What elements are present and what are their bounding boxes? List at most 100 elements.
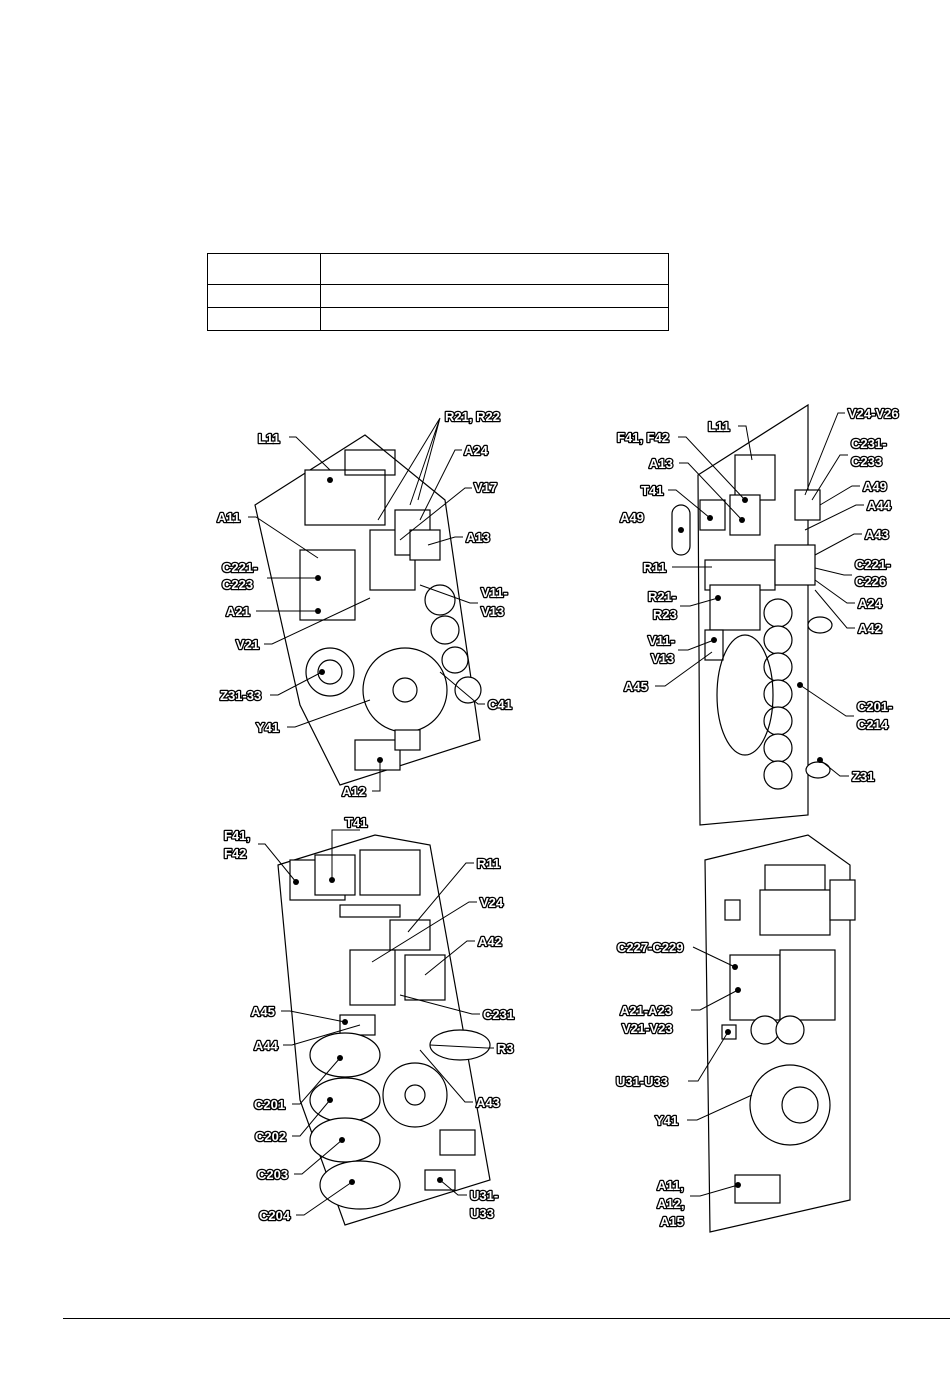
callout-label: V24 — [480, 895, 504, 910]
leader-line — [292, 1099, 331, 1137]
callout-dot — [315, 575, 321, 581]
module-a13 — [409, 529, 441, 561]
callout-dot — [715, 595, 721, 601]
callout-label: C221- — [222, 560, 257, 575]
callout-label: C202 — [255, 1129, 286, 1144]
callout-dot — [678, 527, 684, 533]
relay-block — [779, 949, 836, 1021]
callout-dot — [739, 517, 745, 523]
fan — [716, 634, 774, 756]
capacitor — [750, 1015, 780, 1045]
leader-line — [419, 584, 478, 604]
leader-line — [678, 436, 746, 501]
toroid — [807, 616, 833, 634]
resistor-r21 — [709, 584, 761, 631]
callout-dot — [732, 964, 738, 970]
callout-label: F42 — [224, 846, 246, 861]
callout-label: C233 — [851, 454, 882, 469]
leader-line — [680, 597, 719, 607]
leader-line — [296, 1181, 353, 1216]
fan-hub — [781, 1086, 819, 1124]
leader-line — [424, 940, 475, 976]
callout-label: A49 — [863, 479, 887, 494]
callout-label: A45 — [624, 679, 648, 694]
callout-label: U31- — [470, 1188, 498, 1203]
callout-label: Z31 — [852, 769, 874, 784]
connector — [724, 899, 741, 921]
callout-label: A11 — [217, 510, 240, 525]
fan-y41 — [749, 1064, 831, 1146]
callout-label: A11, — [657, 1178, 684, 1193]
callout-label: V13 — [651, 651, 674, 666]
leader-line — [399, 487, 472, 541]
fan-hub — [392, 677, 418, 703]
footer-rule — [63, 1318, 950, 1319]
leader-line — [692, 946, 736, 968]
leader-line — [814, 579, 855, 604]
leader-line — [419, 449, 462, 521]
leader-line — [738, 425, 753, 461]
board-view-top-left: L11 R21, R22 A24 V17 A13 A11 C221- C223 … — [216, 408, 513, 801]
callout-label: T41 — [345, 815, 367, 830]
callout-label: C226 — [855, 574, 886, 589]
callout-label: R3 — [497, 1041, 514, 1056]
inductor-l11 — [304, 469, 386, 526]
callout-dot — [293, 879, 299, 885]
callout-label: A44 — [254, 1038, 279, 1053]
callout-label: A43 — [476, 1095, 500, 1110]
capacitor — [763, 652, 793, 682]
callout-label: A43 — [865, 527, 889, 542]
capacitor-c201 — [763, 598, 793, 628]
leader-line — [407, 862, 474, 933]
callout-label: A49 — [620, 510, 644, 525]
leader-line — [678, 639, 715, 651]
callout-label: A13 — [649, 456, 673, 471]
leader-line — [799, 684, 854, 717]
circuit-board — [704, 834, 851, 1233]
callout-label: R23 — [653, 607, 677, 622]
toroid-core — [317, 659, 343, 685]
callout-label: A15 — [660, 1214, 684, 1229]
leader-line — [429, 1044, 494, 1049]
leader-line — [439, 1179, 467, 1196]
callout-label: C214 — [857, 717, 889, 732]
capacitor-c202 — [309, 1077, 381, 1123]
callout-label: V17 — [474, 480, 497, 495]
callout-label: A21-A23 — [620, 1003, 672, 1018]
leader-line — [691, 989, 739, 1011]
callout-label: A21 — [226, 604, 250, 619]
table-row — [207, 307, 669, 331]
leader-line — [294, 1139, 343, 1175]
callout-label: A42 — [858, 621, 882, 636]
component-block — [359, 849, 421, 896]
leader-line — [688, 1031, 729, 1082]
transformer-t41 — [699, 499, 726, 531]
table-cell — [207, 284, 321, 308]
connector — [394, 729, 421, 751]
connector-block — [439, 1129, 476, 1156]
board-view-bottom-left: F41, F42 T41 R11 V24 A42 A45 C231 A44 R3… — [223, 814, 515, 1226]
callout-label: C221- — [855, 557, 890, 572]
capacitor-c41 — [454, 676, 482, 704]
leader-line — [811, 454, 848, 501]
circuit-board — [277, 834, 491, 1226]
callout-label: U31-U33 — [616, 1074, 668, 1089]
module-a11 — [299, 549, 356, 621]
callout-dot — [339, 1137, 345, 1143]
callout-label: V24-V26 — [848, 406, 899, 421]
callout-label: A44 — [867, 498, 892, 513]
callout-label: F41, F42 — [617, 430, 669, 445]
diode-v24 — [794, 489, 821, 521]
capacitor-c204 — [319, 1160, 401, 1210]
board-view-bottom-right: C227-C229 A21-A23 V21-V23 U31-U33 Y41 A1… — [615, 834, 856, 1233]
leader-line — [289, 436, 331, 471]
leader-line — [292, 1057, 341, 1105]
capacitor-c214 — [763, 760, 793, 790]
capacitor — [441, 646, 469, 674]
callout-label: C204 — [259, 1208, 291, 1223]
toroid-z31 — [305, 647, 355, 697]
callout-label: A13 — [466, 530, 490, 545]
inductor-core — [344, 449, 396, 476]
callout-label: A42 — [478, 934, 502, 949]
